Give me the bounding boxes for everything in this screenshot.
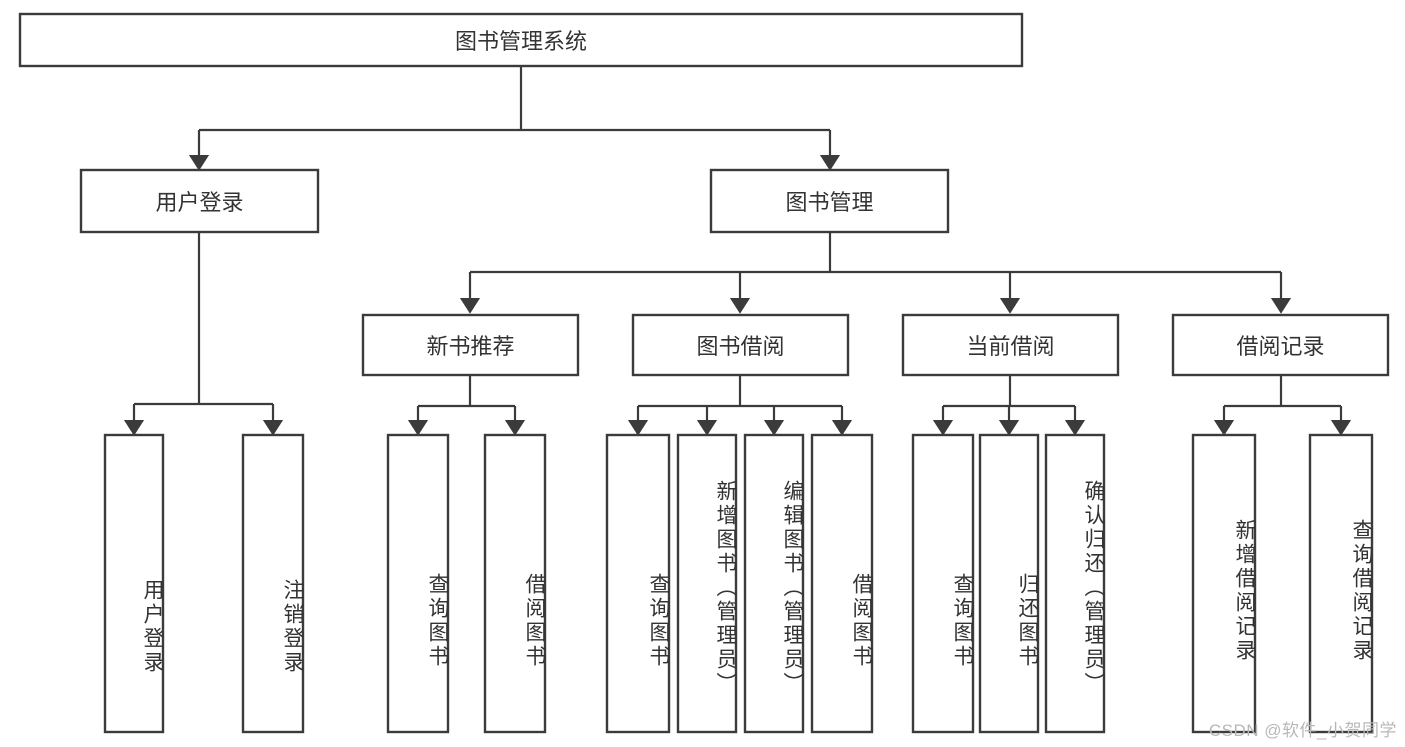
- node-box-new-book-recommend[interactable]: [361, 313, 580, 377]
- node-box-leaf-query-borrow-record[interactable]: [1308, 433, 1374, 734]
- connector-new-book-recommend-to-leaves: [407, 375, 526, 436]
- connector-book-borrow-to-leaves: [627, 375, 853, 436]
- node-box-leaf-query-book-current[interactable]: [911, 433, 975, 734]
- node-box-leaf-borrow-book[interactable]: [810, 433, 874, 734]
- connector-root-to-level2: [188, 66, 841, 171]
- connector-book-management-to-level3: [459, 232, 1292, 314]
- node-box-book-management[interactable]: [709, 168, 950, 234]
- connector-current-borrow-to-leaves: [932, 375, 1086, 436]
- node-box-leaf-edit-book[interactable]: [743, 433, 805, 734]
- node-box-leaf-query-book-rec[interactable]: [386, 433, 450, 734]
- node-box-leaf-return-book[interactable]: [978, 433, 1040, 734]
- connector-borrow-record-to-leaves: [1213, 375, 1352, 436]
- node-box-leaf-query-book-borrow[interactable]: [605, 433, 671, 734]
- node-box-leaf-confirm-return[interactable]: [1044, 433, 1106, 734]
- node-box-book-borrow[interactable]: [631, 313, 850, 377]
- connector-user-login-to-leaves: [123, 232, 284, 436]
- node-box-borrow-record[interactable]: [1171, 313, 1390, 377]
- node-box-leaf-add-book[interactable]: [676, 433, 738, 734]
- node-box-leaf-add-borrow-record[interactable]: [1191, 433, 1257, 734]
- node-box-leaf-borrow-book-rec[interactable]: [483, 433, 547, 734]
- node-box-current-borrow[interactable]: [901, 313, 1120, 377]
- node-box-user-login[interactable]: [79, 168, 320, 234]
- node-box-root[interactable]: [18, 12, 1024, 68]
- node-box-leaf-user-login[interactable]: [103, 433, 165, 734]
- node-box-leaf-logout-login[interactable]: [241, 433, 305, 734]
- csdn-watermark: CSDN @软件_小贺同学: [1208, 721, 1397, 740]
